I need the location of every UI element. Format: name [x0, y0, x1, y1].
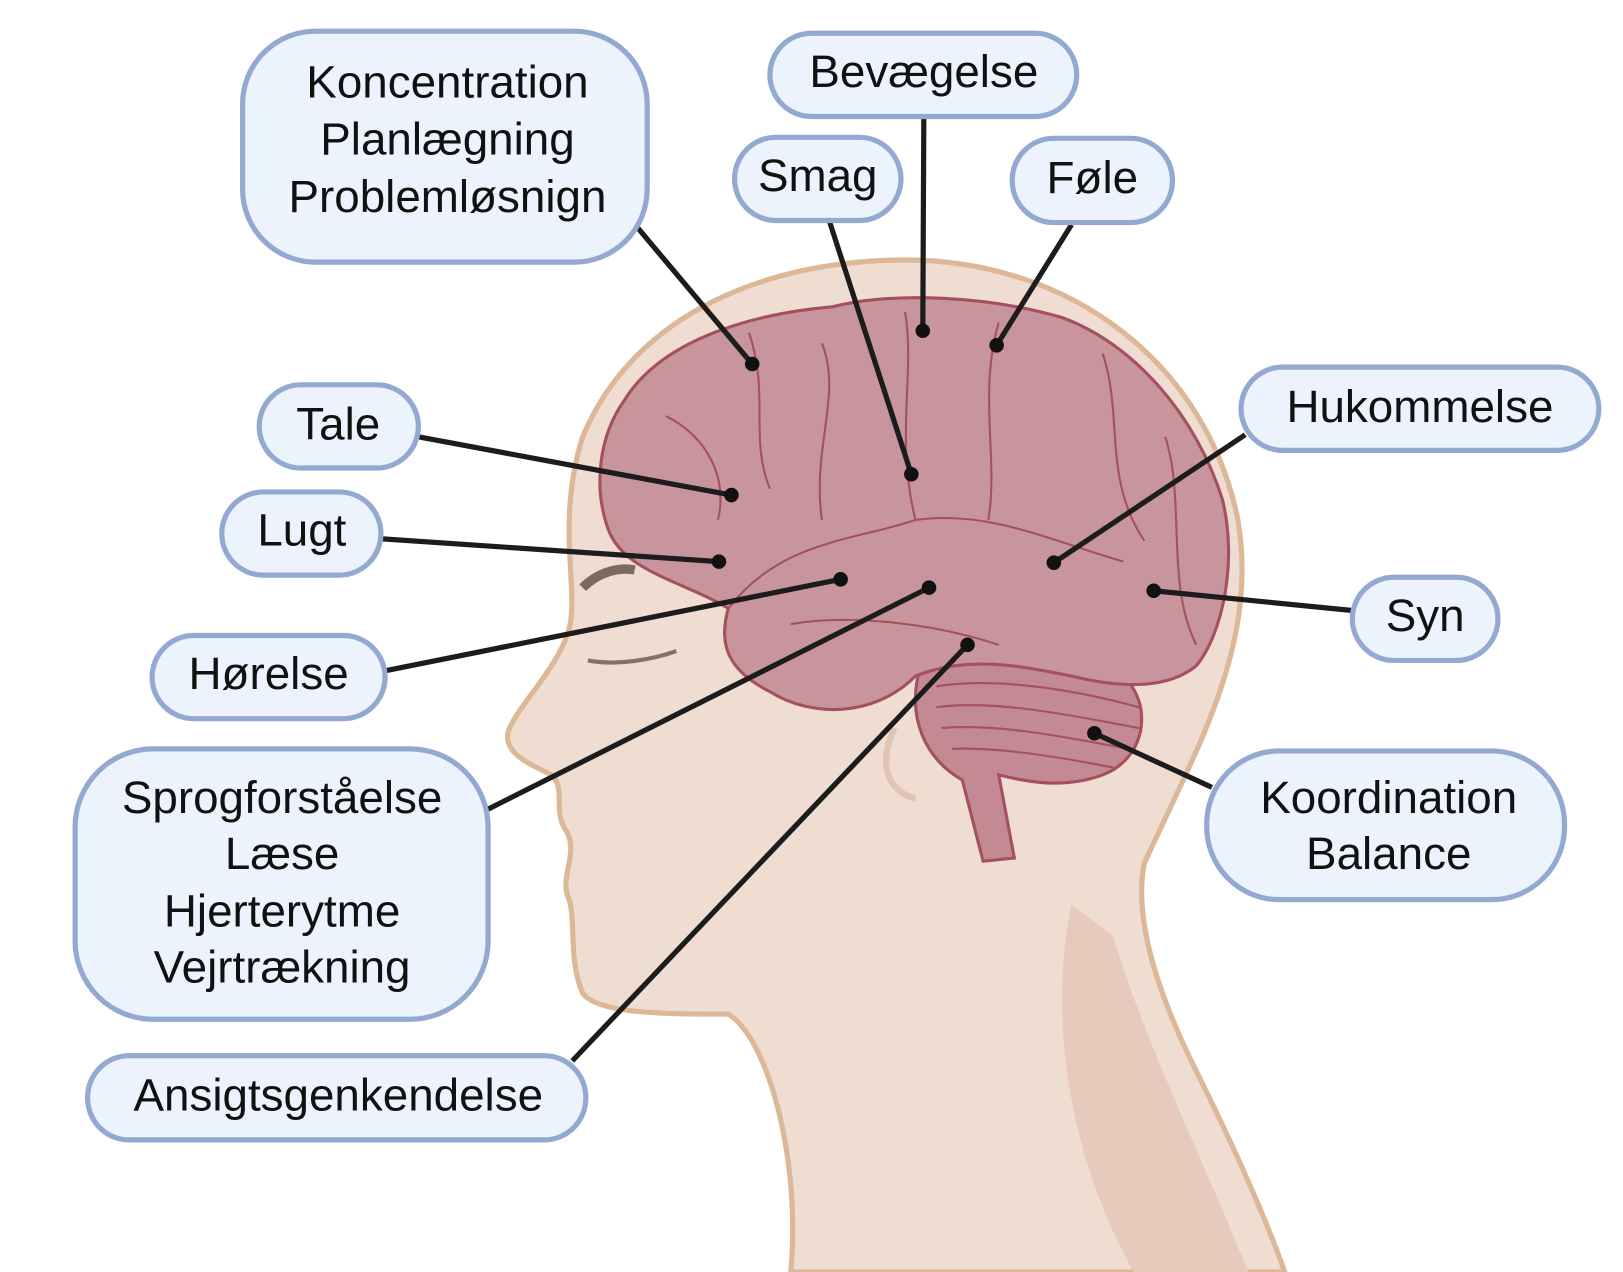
label-sprog: Sprogforståelse Læse Hjerterytme Vejrtræ…	[72, 746, 491, 1022]
label-foele: Føle	[1009, 135, 1176, 226]
label-text: Føle	[1047, 152, 1139, 203]
connector-lines	[380, 116, 1353, 1063]
label-text: Koordination	[1260, 772, 1517, 823]
label-text: Hjerterytme	[164, 885, 400, 936]
label-text: Hukommelse	[1286, 381, 1553, 432]
label-hukommelse: Hukommelse	[1238, 364, 1602, 453]
label-text: Lugt	[257, 505, 346, 556]
label-text: Smag	[758, 150, 878, 201]
label-text: Koncentration	[306, 56, 588, 107]
label-text: Læse	[225, 828, 339, 879]
label-text: Syn	[1386, 590, 1465, 641]
label-text: Planlægning	[320, 114, 574, 165]
label-text: Sprogforståelse	[122, 772, 442, 823]
label-text: Problemløsnign	[289, 171, 607, 222]
label-ansigt: Ansigtsgenkendelse	[85, 1053, 589, 1143]
label-lugt: Lugt	[219, 489, 384, 578]
label-tale: Tale	[256, 382, 421, 471]
label-koordination: Koordination Balance	[1204, 748, 1568, 903]
label-text: Tale	[296, 399, 380, 450]
label-text: Hørelse	[189, 648, 349, 699]
label-text: Bevægelse	[809, 46, 1038, 97]
label-bevaegelse: Bevægelse	[767, 30, 1080, 120]
label-koncentration: Koncentration Planlægning Problemløsnign	[239, 28, 650, 265]
label-text: Vejrtrækning	[154, 941, 411, 992]
label-smag: Smag	[731, 134, 904, 224]
brain	[598, 296, 1231, 863]
label-hoerelse: Hørelse	[149, 632, 388, 722]
label-syn: Syn	[1349, 574, 1501, 664]
label-text: Ansigtsgenkendelse	[134, 1069, 544, 1120]
label-text: Balance	[1306, 828, 1471, 879]
